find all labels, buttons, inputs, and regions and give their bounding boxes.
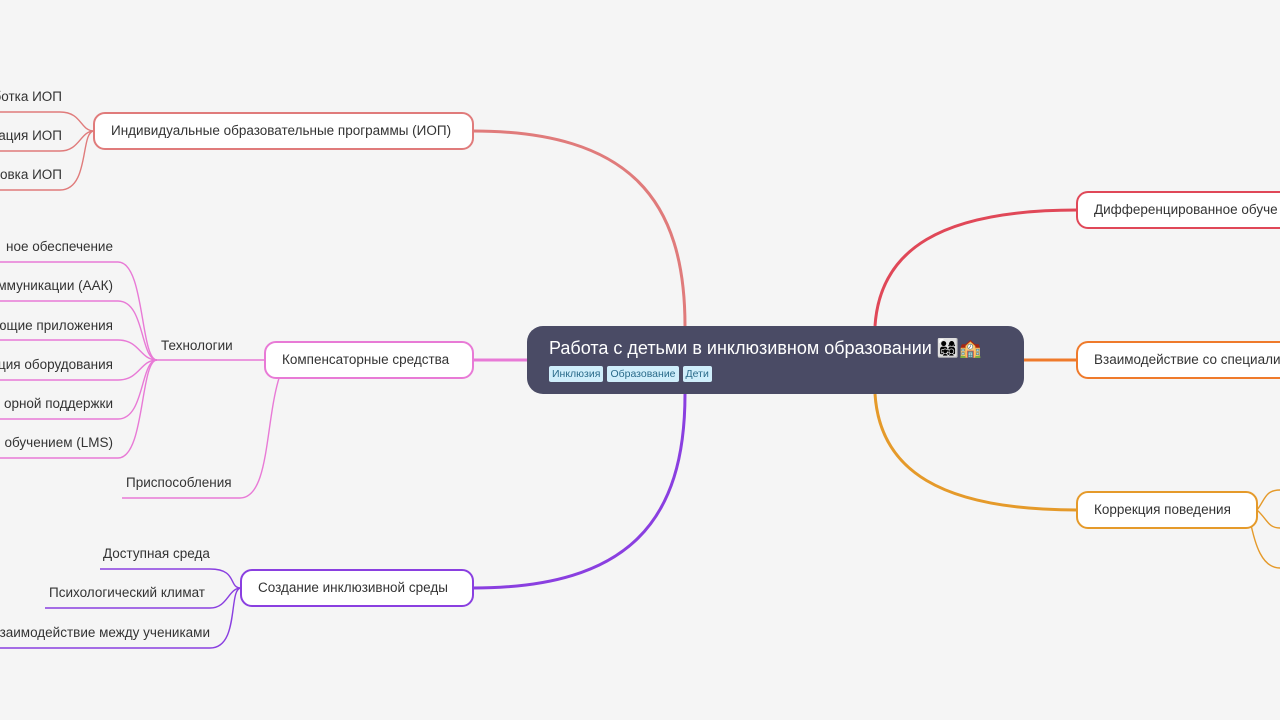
leaf-iop-development[interactable]: ботка ИОП [0, 89, 62, 104]
connector-env [472, 393, 687, 590]
branch-inclusive-environment[interactable]: Создание инклюзивной среды [240, 569, 474, 607]
central-topic-title: Работа с детьми в инклюзивном образовани… [549, 338, 982, 358]
leaf-iop-correction[interactable]: ровка ИОП [0, 167, 62, 182]
central-topic-tags: Инклюзия Образование Дети [549, 366, 1002, 382]
branch-behaviour-correction[interactable]: Коррекция поведения [1076, 491, 1258, 529]
central-topic[interactable]: Работа с детьми в инклюзивном образовани… [527, 326, 1024, 394]
branch-specialists[interactable]: Взаимодействие со специали [1076, 341, 1280, 379]
leaf-tech-equipment[interactable]: ция оборудования [0, 357, 113, 372]
leaf-tech-lms[interactable]: я обучением (LMS) [0, 435, 113, 450]
branch-compensatory[interactable]: Компенсаторные средства [264, 341, 474, 379]
branch-iop[interactable]: Индивидуальные образовательные программы… [93, 112, 474, 150]
leaf-student-interaction[interactable]: заимодействие между учениками [0, 625, 210, 640]
tag-children[interactable]: Дети [682, 366, 712, 382]
leaf-accessible-environment[interactable]: Доступная среда [103, 546, 210, 561]
leaf-tech-sensory[interactable]: орной поддержки [3, 396, 113, 411]
leaf-psychological-climate[interactable]: Психологический климат [49, 585, 205, 600]
tag-education[interactable]: Образование [607, 366, 679, 382]
sub-technologies[interactable]: Технологии [161, 338, 233, 353]
leaf-iop-implementation[interactable]: ация ИОП [0, 128, 62, 143]
connector-diff [873, 208, 1078, 327]
connector-behav [873, 393, 1078, 512]
connector-iop [472, 129, 687, 327]
leaf-tech-software[interactable]: ное обеспечение [6, 239, 113, 254]
branch-differentiated[interactable]: Дифференцированное обуче [1076, 191, 1280, 229]
tag-inclusion[interactable]: Инклюзия [549, 366, 604, 382]
sub-adaptations[interactable]: Приспособления [126, 475, 232, 490]
leaf-tech-apps[interactable]: ющие приложения [0, 318, 113, 333]
leaf-tech-aac[interactable]: ммуникации (ААК) [0, 278, 113, 293]
